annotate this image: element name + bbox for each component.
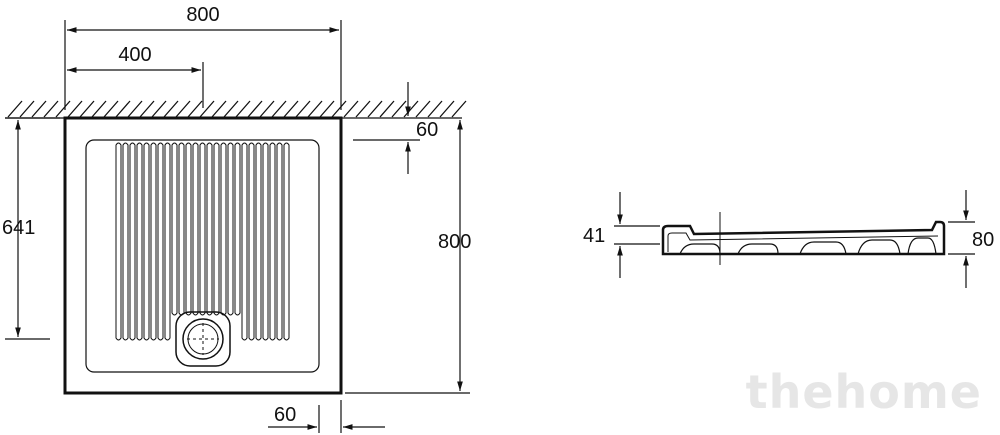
dimension-top-width-label: 800	[186, 4, 219, 26]
ribbed-surface	[115, 142, 290, 341]
dimension-top-width	[64, 20, 342, 110]
dimension-right-height	[345, 120, 470, 394]
drain	[175, 311, 231, 367]
dimension-top-margin	[353, 82, 420, 174]
dimension-bottom-margin	[268, 400, 385, 433]
dimension-side-inner-label: 41	[583, 225, 605, 247]
dimension-left-height	[5, 117, 60, 340]
dimension-bottom-margin-label: 60	[274, 404, 296, 426]
dimension-left-height-label: 641	[2, 217, 35, 239]
watermark-logo: thehome	[745, 365, 982, 419]
dimension-side-inner	[614, 192, 660, 278]
tray-side-view	[661, 212, 946, 265]
dimension-side-outer-label: 80	[972, 229, 994, 251]
tray-top-view	[63, 116, 343, 395]
dimension-drain-offset-label: 400	[118, 44, 151, 66]
dimension-drain-offset	[67, 62, 204, 108]
dimension-right-height-label: 800	[438, 231, 471, 253]
dimension-top-margin-label: 60	[416, 119, 438, 141]
wall-hatching	[5, 100, 467, 119]
dimension-side-outer	[948, 190, 975, 288]
